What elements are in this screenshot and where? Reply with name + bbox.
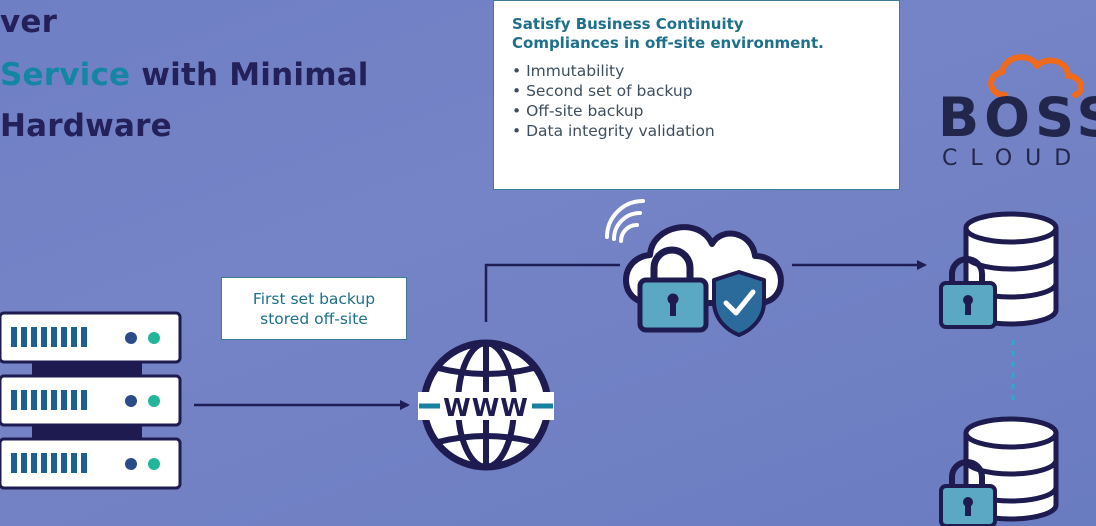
globe-www-icon: WWW: [418, 339, 554, 471]
cloud-logo-icon: [988, 54, 1084, 98]
title-accent-text: Service: [0, 57, 131, 93]
globe-www-label: WWW: [443, 393, 529, 422]
info-heading-line-1: Satisfy Business Continuity: [512, 15, 744, 33]
logo-subtitle: CLOUD: [942, 146, 1085, 171]
title-line-2-text: with Minimal: [130, 57, 369, 93]
label-line-2: stored off-site: [260, 309, 368, 328]
info-item-integrity: • Data integrity validation: [512, 122, 715, 140]
server-rack-icon: [0, 311, 182, 490]
info-list: • Immutability • Second set of backup • …: [512, 61, 899, 141]
database-lock-icon: [939, 211, 1059, 329]
info-item-offsite: • Off-site backup: [512, 102, 644, 120]
title-line-1: ver: [0, 4, 57, 40]
title-line-3: Hardware: [0, 108, 172, 144]
info-item-immutability: • Immutability: [512, 62, 625, 80]
shield-check-icon: [712, 270, 766, 337]
title-line-2: Service with Minimal: [0, 57, 369, 93]
connector-globe-to-cloud: [484, 263, 620, 322]
info-heading: Satisfy Business Continuity Compliances …: [512, 15, 899, 53]
database-lock-icon: [939, 416, 1059, 526]
wifi-icon: [605, 199, 645, 243]
title-line-1-text: ver: [0, 4, 58, 40]
label-line-1: First set backup: [252, 289, 376, 308]
title-line-3-text: Hardware: [0, 108, 172, 144]
first-backup-label-box: First set backup stored off-site: [221, 277, 407, 340]
info-item-second-set: • Second set of backup: [512, 82, 693, 100]
compliance-info-box: Satisfy Business Continuity Compliances …: [493, 0, 900, 190]
logo-wordmark: BOSS: [938, 86, 1096, 149]
info-heading-line-2: Compliances in off-site environment.: [512, 34, 824, 52]
